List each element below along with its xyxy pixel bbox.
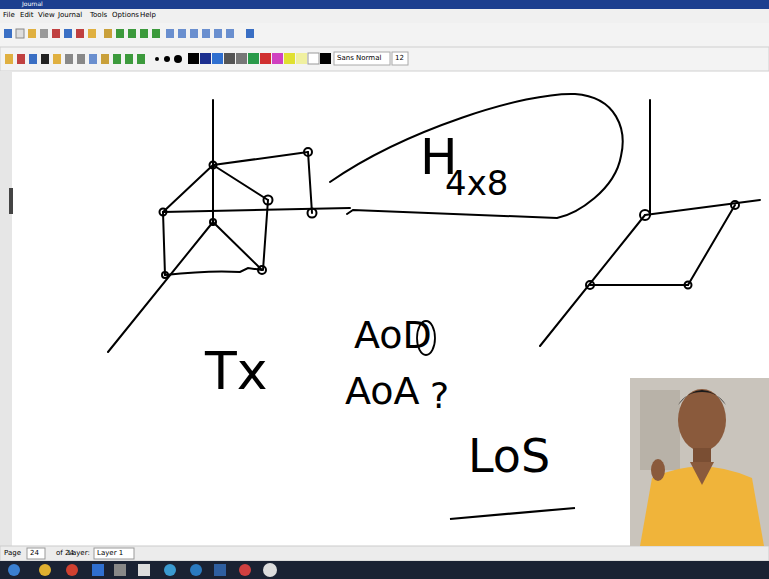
layer-label: Layer: <box>68 550 90 557</box>
menu-item: Edit <box>20 12 34 19</box>
page-number: 24 <box>30 550 39 557</box>
toolbar <box>0 23 769 47</box>
page-label: Page <box>4 550 21 557</box>
title-bar <box>0 0 769 9</box>
question-mark: ? <box>430 378 449 414</box>
menu-item: View <box>38 12 55 19</box>
page-box <box>27 548 45 559</box>
angle-label: AoA <box>345 372 420 410</box>
layer-box <box>94 548 134 559</box>
loop-outline <box>325 88 630 228</box>
status-bar <box>0 546 769 561</box>
menu-item: Journal <box>58 12 82 19</box>
menu-item: File <box>3 12 15 19</box>
toolbar-icons <box>4 29 254 38</box>
matrix-size: 4x8 <box>445 166 508 200</box>
underline <box>450 508 575 519</box>
person-video <box>630 378 769 546</box>
font-size: 12 <box>395 55 404 62</box>
loop-outline-path <box>330 94 623 218</box>
taskbar <box>0 561 769 579</box>
menu-item: Tools <box>90 12 107 19</box>
line-of-sight-label: LoS <box>468 433 550 479</box>
angle-label: AoD <box>354 316 432 354</box>
rx-antenna-array <box>540 100 760 346</box>
menu-bar <box>0 9 769 23</box>
font-name: Sans Normal <box>337 55 381 62</box>
layer-name: Layer 1 <box>97 550 123 557</box>
channel-loop: H4x8 <box>325 88 630 228</box>
menu-item: Options <box>112 12 139 19</box>
window-title: Journal <box>22 1 43 7</box>
menu-item: Help <box>140 12 156 19</box>
tx-antenna-array <box>108 100 350 352</box>
page-margin <box>0 71 12 546</box>
side-tab <box>9 188 13 214</box>
transmitter-label: Tx <box>205 345 268 397</box>
pen-palette <box>5 52 408 65</box>
taskbar-icons <box>8 563 277 577</box>
pen-toolbar <box>0 47 769 71</box>
